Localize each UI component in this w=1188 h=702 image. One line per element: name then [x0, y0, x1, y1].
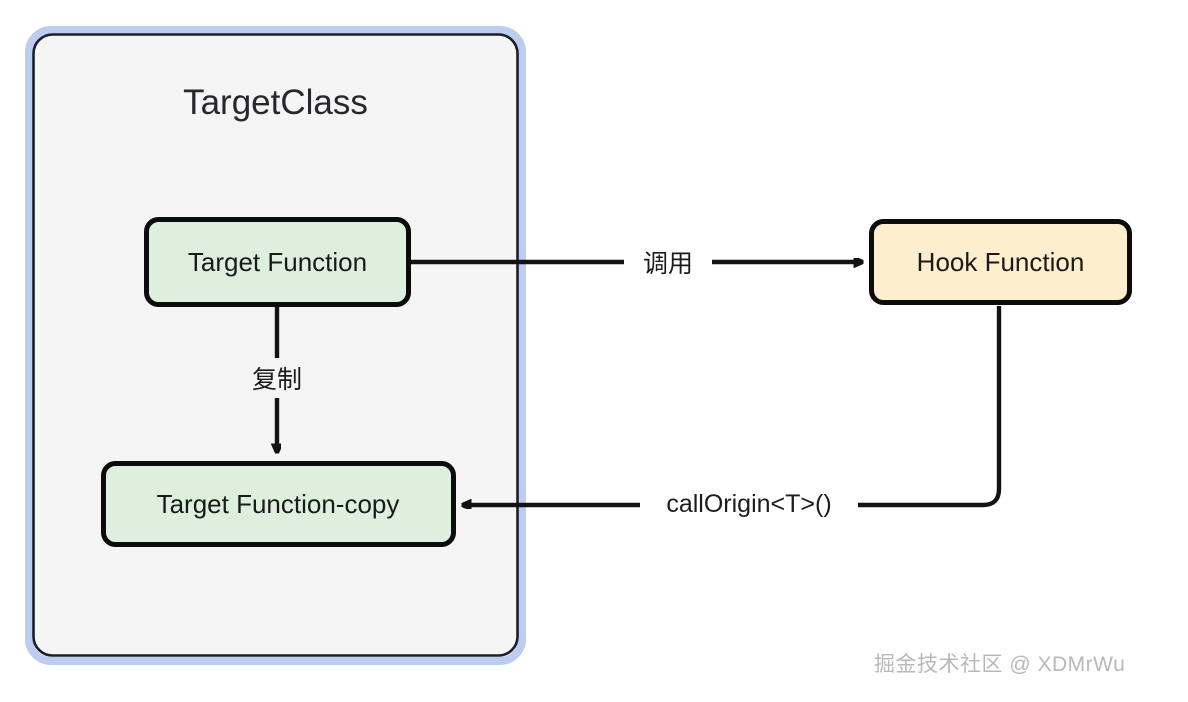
edge-label-call: 调用 — [624, 243, 712, 281]
edge-callorigin-segment-right — [858, 306, 1002, 508]
watermark: 掘金技术社区 @ XDMrWu — [874, 653, 1126, 676]
edge-label-copy: 复制 — [238, 358, 316, 398]
targetclass-container-glow — [25, 26, 526, 665]
node-target-function[interactable] — [144, 217, 411, 307]
edge-label-callorigin: callOrigin<T>() — [640, 484, 858, 524]
node-hook-function[interactable] — [869, 219, 1132, 305]
node-target-function-copy[interactable] — [101, 461, 456, 547]
